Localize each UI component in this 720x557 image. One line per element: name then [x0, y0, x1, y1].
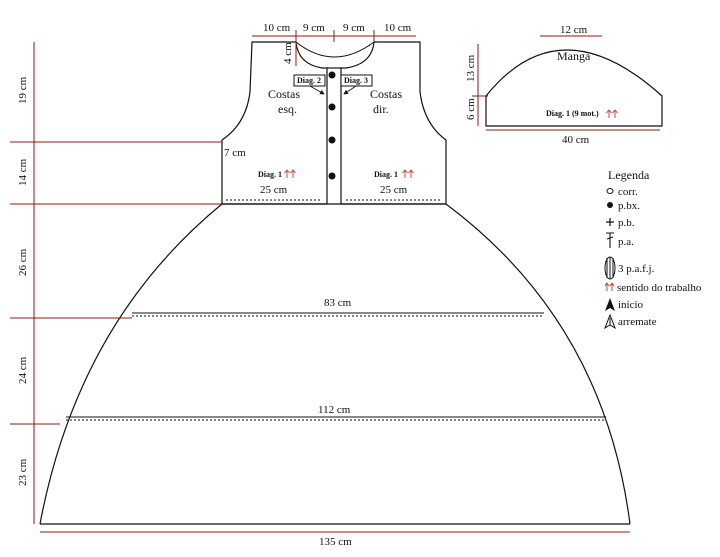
- bodice-outline: [221, 41, 447, 205]
- dim-hem-width: 135 cm: [319, 536, 352, 548]
- sleeve-diag: Diag. 1 (9 mot.): [546, 109, 599, 118]
- dim-underarm: 7 cm: [224, 147, 246, 159]
- label-esq: esq.: [278, 102, 297, 116]
- dim-left-shoulder: 10 cm: [263, 22, 291, 34]
- label-diag1-left: Diag. 1: [258, 170, 282, 179]
- cluster-icon: [604, 256, 616, 280]
- red-arrows-icon: [402, 169, 414, 178]
- dim-back-left: 25 cm: [260, 184, 288, 196]
- legend-item-corr: corr.: [618, 186, 638, 198]
- legend-item-direction: sentido do trabalho: [617, 282, 702, 294]
- dim-neck-depth: 4 cm: [282, 42, 294, 64]
- filled-dot-icon: [607, 202, 613, 208]
- t-stitch-icon: [606, 232, 614, 248]
- plus-icon: [606, 218, 614, 226]
- sleeve-base-height: 6 cm: [465, 98, 477, 120]
- filled-arrowhead-icon: [605, 298, 615, 311]
- legend-item-arremate: arremate: [618, 316, 657, 328]
- dim-skirt-1: 26 cm: [17, 248, 29, 276]
- sleeve-top-width: 12 cm: [560, 24, 588, 36]
- neck-curve: [295, 41, 375, 58]
- open-arrowhead-icon: [604, 313, 616, 330]
- label-dir: dir.: [373, 102, 389, 116]
- legend-item-cluster: 3 p.a.f.j.: [618, 263, 655, 275]
- button: [328, 71, 336, 79]
- button-column: [328, 71, 336, 180]
- label-costas-esq: Costas: [268, 87, 300, 101]
- red-arrows-icon: [606, 109, 618, 118]
- legend-item-pa: p.a.: [618, 236, 634, 248]
- diag3-box: [340, 74, 373, 87]
- red-arrows-icon: [284, 169, 296, 178]
- legend-item-inicio: início: [618, 299, 644, 311]
- sleeve-cap-height: 13 cm: [465, 54, 477, 82]
- label-diag2: Diag. 2: [297, 76, 321, 85]
- dim-skirt-width-1: 83 cm: [324, 297, 352, 309]
- dim-right-shoulder: 10 cm: [384, 22, 412, 34]
- skirt-outline: [39, 203, 631, 525]
- open-circle-icon: [606, 188, 614, 194]
- button: [328, 172, 336, 180]
- sleeve-title: Manga: [557, 49, 591, 63]
- label-diag1-right: Diag. 1: [374, 170, 398, 179]
- red-arrows-icon: [604, 282, 615, 291]
- dim-bodice-lower: 14 cm: [17, 158, 29, 186]
- dim-skirt-width-2: 112 cm: [318, 404, 351, 416]
- dim-armhole-height: 19 cm: [17, 76, 29, 104]
- legend-title: Legenda: [608, 168, 650, 182]
- dim-skirt-3: 23 cm: [17, 458, 29, 486]
- legend-item-pbx: p.bx.: [618, 200, 640, 212]
- button: [328, 103, 336, 111]
- row-lines: [66, 199, 606, 421]
- dimension-lines: [10, 30, 660, 533]
- label-diag3: Diag. 3: [344, 76, 368, 85]
- dim-back-right: 25 cm: [380, 184, 408, 196]
- sleeve-outline: [485, 49, 663, 127]
- legend-item-pb: p.b.: [618, 217, 635, 229]
- label-costas-dir: Costas: [370, 87, 402, 101]
- dim-left-neck: 9 cm: [303, 22, 325, 34]
- sleeve-width: 40 cm: [562, 134, 590, 146]
- diag2-box: [293, 74, 326, 87]
- legend: Legenda corr. p.bx. p.b. p.a. 3 p.a.f.j.…: [604, 168, 702, 330]
- dim-right-neck: 9 cm: [343, 22, 365, 34]
- dim-skirt-2: 24 cm: [17, 356, 29, 384]
- button: [328, 136, 336, 144]
